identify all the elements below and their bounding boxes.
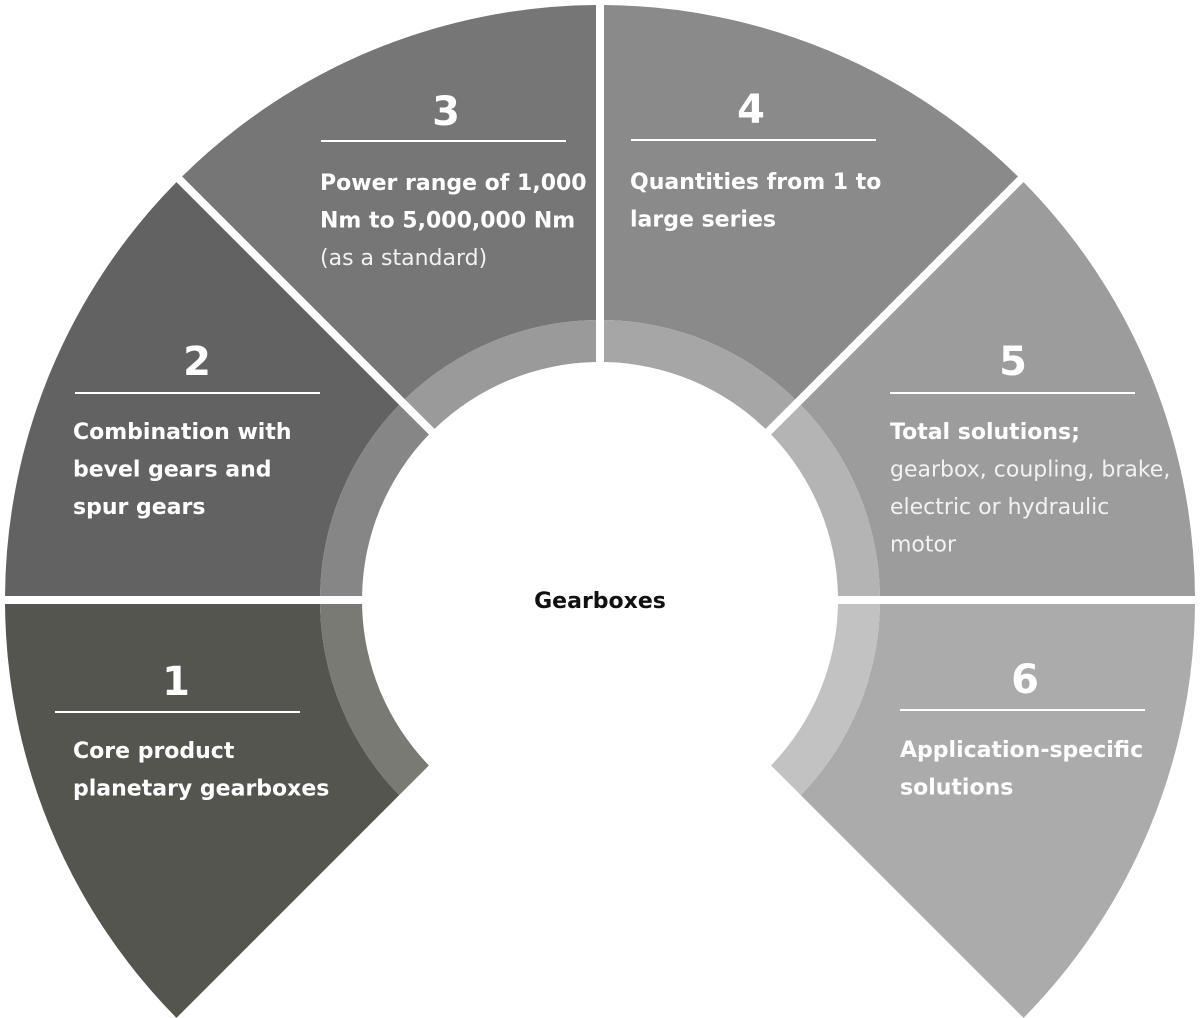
segment-2-bold-line: Combination with (73, 420, 292, 445)
segment-5-number: 5 (999, 339, 1027, 385)
segment-4-number: 4 (737, 87, 765, 133)
segment-5-outer-band (800, 182, 1195, 596)
segment-5-light-line: motor (890, 533, 957, 558)
segment-5-inner-ring (771, 404, 880, 596)
segment-5-light-line: electric or hydraulic (890, 495, 1109, 520)
segment-5-bold-line: Total solutions; (890, 420, 1080, 445)
segment-1-description: Core product planetary gearboxes (73, 739, 329, 802)
segment-6-bold-line: Application-specific (900, 738, 1143, 763)
segment-3-description: Power range of 1,000 Nm to 5,000,000 Nm (a… (320, 171, 587, 271)
segment-1-bold-line: planetary gearboxes (73, 777, 329, 802)
center-label: Gearboxes (534, 589, 666, 614)
segment-2-bold-line: spur gears (73, 495, 205, 520)
segment-6-outer-band (800, 604, 1195, 1018)
segment-6-description: Application-specific solutions (900, 738, 1143, 801)
segment-1-number: 1 (162, 659, 190, 705)
segment-2-bold-line: bevel gears and (73, 458, 272, 483)
segment-6-number: 6 (1011, 657, 1039, 703)
segment-6-inner-ring (771, 604, 880, 796)
segment-1-inner-ring (320, 604, 429, 796)
segment-5-description: Total solutions; gearbox, coupling, brake… (890, 420, 1170, 558)
segment-5-light-line: gearbox, coupling, brake, (890, 458, 1170, 483)
segment-2-inner-ring (320, 404, 429, 596)
segment-3-inner-ring (404, 320, 596, 429)
segment-2-description: Combination with bevel gears and spur gear… (73, 420, 292, 520)
segment-3-bold-line: Nm to 5,000,000 Nm (320, 209, 575, 234)
segment-4-description: Quantities from 1 to large series (630, 170, 881, 233)
segment-3-bold-line: Power range of 1,000 (320, 171, 587, 196)
segment-3-number: 3 (432, 89, 460, 135)
segment-1-outer-band (5, 604, 400, 1018)
segment-6-bold-line: solutions (900, 776, 1013, 801)
segment-4-inner-ring (604, 320, 796, 429)
segment-3-outer-band (182, 5, 596, 400)
segment-2-number: 2 (183, 339, 211, 385)
segment-2-outer-band (5, 182, 400, 596)
segment-1-bold-line: Core product (73, 739, 235, 764)
segment-4-outer-band (604, 5, 1018, 400)
segment-3-light-line: (as a standard) (320, 246, 487, 271)
segment-4-bold-line: large series (630, 208, 776, 233)
segment-4-bold-line: Quantities from 1 to (630, 170, 881, 195)
